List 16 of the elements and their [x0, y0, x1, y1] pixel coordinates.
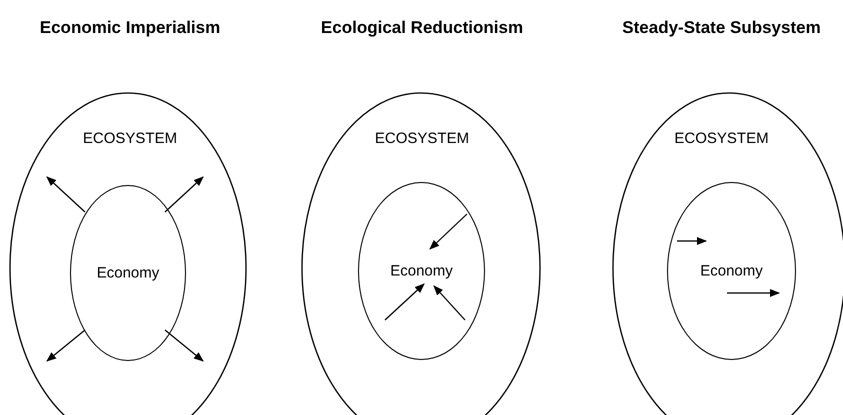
inner-ellipse [667, 182, 796, 360]
outer-label: ECOSYSTEM [82, 130, 178, 147]
inner-label: Economy [96, 264, 160, 282]
arrow [164, 176, 204, 212]
outer-label: ECOSYSTEM [374, 130, 470, 147]
panel-title: Economic Imperialism [40, 18, 220, 38]
inner-label: Economy [390, 262, 453, 280]
arrow [46, 176, 86, 212]
outer-label: ECOSYSTEM [674, 130, 769, 147]
arrow [46, 330, 86, 362]
inner-ellipse [358, 182, 485, 360]
panel-title: Steady-State Subsystem [622, 18, 821, 38]
arrow [164, 330, 204, 362]
panel-title: Ecological Reductionism [320, 18, 524, 38]
inner-label: Economy [700, 262, 763, 280]
inner-ellipse [70, 185, 186, 361]
